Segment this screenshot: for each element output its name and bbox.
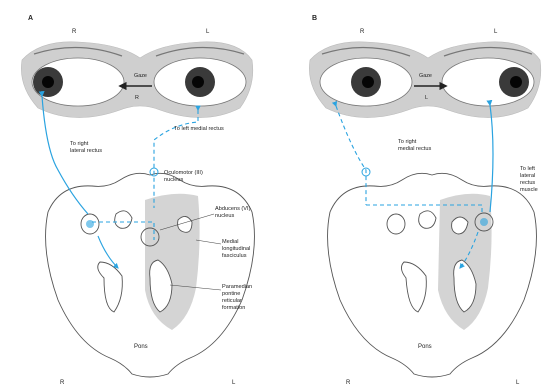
panel-b-label-lateral-rectus-3: rectus (520, 180, 535, 186)
panel-a-structure-right (115, 211, 132, 228)
panel-a-label-abducens-1: Abducens (VI) (215, 206, 251, 212)
panel-a-label-pons: Pons (134, 344, 148, 350)
panel-b-label-medial-rectus-2: medial rectus (398, 146, 431, 152)
panel-a-label-lateral-rectus-2: lateral rectus (70, 148, 102, 154)
panel-a-label-oculomotor-1: Oculomotor (III) (164, 170, 203, 176)
panel-b-nucleus-dot (480, 218, 488, 226)
panel-a-right-pupil (42, 76, 54, 88)
panel-a-label-pprf-3: reticular (222, 298, 242, 304)
panel-a-label-mlf-1: Medial (222, 239, 238, 245)
panel-a-left-pupil (192, 76, 204, 88)
panel-a-label-abducens-2: nucleus (215, 213, 234, 219)
panel-b-label-lateral-rectus-1: To left (520, 166, 535, 172)
panel-b-right-pupil (362, 76, 374, 88)
panel-a-nucleus-dot (86, 220, 94, 228)
panel-b-eye-side-right: R (360, 29, 365, 35)
panel-a-label-mlf-2: longitudinal (222, 246, 250, 252)
panel-a-bottom-right-side: R (60, 380, 65, 386)
panel-b-label-lateral-rectus-2: lateral (520, 173, 535, 179)
panel-a-gaze-side: R (135, 95, 139, 101)
panel-b-label-pons: Pons (418, 344, 432, 350)
panel-a-eye-side-left: L (206, 29, 210, 35)
panel-b-pons-outline (328, 173, 537, 377)
panel-b-bottom-left-side: L (516, 380, 520, 386)
panel-a-gaze-label: Gaze (134, 73, 147, 79)
panel-b-eye-side-left: L (494, 29, 498, 35)
panel-a-letter: A (28, 15, 33, 22)
panel-b-label-lateral-rectus-4: muscle (520, 187, 538, 193)
panel-b-left-pupil (510, 76, 522, 88)
panel-a-bottom-left-side: L (232, 380, 236, 386)
panel-a-label-lateral-rectus-1: To right (70, 141, 89, 147)
panel-a-eye-side-right: R (72, 29, 77, 35)
panel-a-label-pprf-1: Paramedian (222, 284, 252, 290)
panel-a-label-pprf-4: formation (222, 305, 245, 311)
panel-a-label-pprf-2: pontine (222, 291, 240, 297)
panel-a-label-oculomotor-2: nucleus (164, 177, 183, 183)
panel-b: B R L Gaze L To righ (309, 15, 540, 386)
panel-b-structure-right (419, 211, 436, 228)
panel-a-label-mlf-3: fasciculus (222, 253, 247, 259)
panel-b-letter: B (312, 15, 317, 22)
panel-a: A R L Gaze R (21, 15, 254, 386)
panel-b-bottom-right-side: R (346, 380, 351, 386)
panel-b-gaze-label: Gaze (419, 73, 432, 79)
panel-b-label-medial-rectus-1: To right (398, 139, 417, 145)
panel-b-gaze-side: L (425, 95, 428, 101)
panel-a-label-medial-rectus: To left medial rectus (174, 126, 224, 132)
